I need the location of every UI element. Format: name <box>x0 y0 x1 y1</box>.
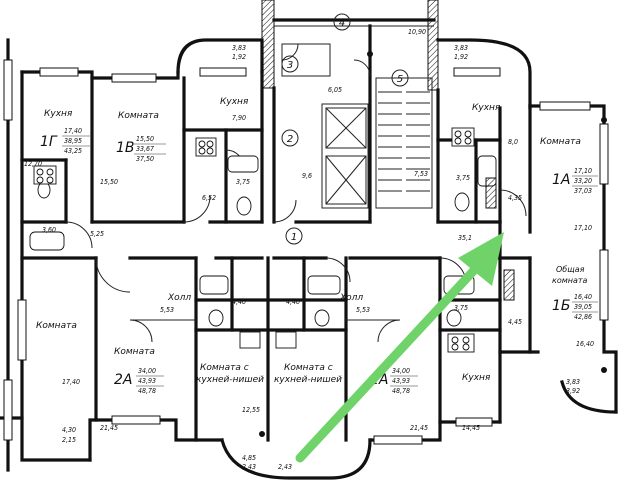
dim-7-90: 7,90 <box>232 114 246 122</box>
dim-2-43-a: 2,43 <box>242 463 256 471</box>
dim-6-52: 6,52 <box>202 194 216 202</box>
dim-balc-tr-1: 3,83 <box>454 44 468 52</box>
dim-12-55: 12,55 <box>242 406 260 414</box>
apt-2a-right-area-2: 43,93 <box>392 377 410 385</box>
dim-7-53: 7,53 <box>414 170 428 178</box>
room-label-kuhnya-bottom: Кухня <box>462 373 491 383</box>
apt-2a-left-area-3: 48,78 <box>138 387 156 395</box>
room-label-studio-left-1: Комната с <box>200 363 249 373</box>
room-label-studio-right-2: кухней-нишей <box>274 375 342 385</box>
dim-16-40: 16,40 <box>576 340 594 348</box>
dim-4-40-a: 4,40 <box>232 298 246 306</box>
dim-4-45: 4,45 <box>508 318 522 326</box>
apt-2a-right-area-3: 48,78 <box>392 387 410 395</box>
column-markers <box>259 51 607 437</box>
apt-1a-area-3: 37,03 <box>574 187 592 195</box>
apt-1v-area-3: 37,50 <box>136 155 154 163</box>
dim-12-70: 12,70 <box>24 160 42 168</box>
dim-35-1: 35,1 <box>458 234 472 242</box>
room-label-komnata-1a: Комната <box>540 137 581 147</box>
dim-top-mid: 10,90 <box>408 28 426 36</box>
apt-2a-left-area-1: 34,00 <box>138 367 156 375</box>
apt-1g-area-2: 38,95 <box>64 137 82 145</box>
dim-14-45: 14,45 <box>462 424 480 432</box>
dim-balc-tr-2: 1,92 <box>454 53 468 61</box>
windows <box>3 59 609 445</box>
dim-6-05: 6,05 <box>328 86 342 94</box>
apt-code-1g: 1Г <box>40 134 58 150</box>
room-label-kuhnya-1v: Кухня <box>220 97 249 107</box>
dim-4-30: 4,30 <box>62 426 76 434</box>
dim-15-50: 15,50 <box>100 178 118 186</box>
fixtures <box>29 127 515 353</box>
dim-8-0: 8,0 <box>508 138 518 146</box>
apt-1b-area-3: 42,86 <box>574 313 592 321</box>
apt-2a-right-area-1: 34,00 <box>392 367 410 375</box>
dim-5-53-b: 5,53 <box>356 306 370 314</box>
dim-4-35: 4,35 <box>508 194 522 202</box>
dim-2-43-b: 2,43 <box>278 463 292 471</box>
room-label-studio-left-2: кухней-нишей <box>196 375 264 385</box>
room-label-hall-left: Холл <box>167 293 191 303</box>
apt-code-2a-left: 2А <box>114 372 132 388</box>
area-boxes <box>62 135 598 387</box>
apt-1a-area-1: 17,10 <box>574 167 592 175</box>
highlight-arrow <box>295 232 504 463</box>
staircase <box>378 91 430 192</box>
apt-1b-area-2: 39,05 <box>574 303 592 311</box>
dim-2-15: 2,15 <box>62 436 76 444</box>
section-number-4: 4 <box>339 18 345 29</box>
section-number-5: 5 <box>397 74 403 85</box>
apt-1g-area-1: 17,40 <box>64 127 82 135</box>
apt-code-1b: 1Б <box>552 298 571 314</box>
section-number-3: 3 <box>287 60 293 71</box>
apt-1b-area-1: 16,40 <box>574 293 592 301</box>
lift-shafts <box>325 107 367 205</box>
apt-1g-area-3: 43,25 <box>64 147 82 155</box>
room-label-obshaya-2: комната <box>552 276 588 285</box>
dim-3-75-a: 3,75 <box>236 178 250 186</box>
dim-21-45-a: 21,45 <box>100 424 118 432</box>
apt-2a-left-area-2: 43,93 <box>138 377 156 385</box>
dim-3-75-b: 3,75 <box>456 174 470 182</box>
room-label-hall-right: Холл <box>339 293 363 303</box>
room-label-komnata-1v: Комната <box>118 111 159 121</box>
apt-code-1a: 1А <box>552 172 570 188</box>
room-labels: Кухня Комната Кухня Кухня Комната Комнат… <box>36 97 588 385</box>
apartment-labels: 1Г 17,40 38,95 43,25 1В 15,50 33,67 37,5… <box>40 127 592 395</box>
apt-1v-area-1: 15,50 <box>136 135 154 143</box>
apt-1a-area-2: 33,20 <box>574 177 592 185</box>
dim-3-83-br: 3,83 <box>566 378 580 386</box>
dim-balc-tl-2: 1,92 <box>232 53 246 61</box>
dim-4-40-b: 4,40 <box>286 298 300 306</box>
dim-3-75-c: 3,75 <box>454 304 468 312</box>
outer-walls <box>0 0 618 480</box>
section-markers: 4 3 5 2 1 <box>281 13 409 245</box>
dim-5-25: 5,25 <box>90 230 104 238</box>
dim-balc-tl-1: 3,83 <box>232 44 246 52</box>
room-label-studio-right-1: Комната с <box>284 363 333 373</box>
dim-9-6: 9,6 <box>302 172 312 180</box>
room-label-komnata-2a: Комната <box>114 347 155 357</box>
apt-code-1v: 1В <box>116 140 135 156</box>
room-label-kuhnya-right: Кухня <box>472 103 501 113</box>
dim-3-60: 3,60 <box>42 226 56 234</box>
section-number-1: 1 <box>291 232 297 243</box>
dim-5-53-a: 5,53 <box>160 306 174 314</box>
dim-4-85: 4,85 <box>242 454 256 462</box>
dim-21-45-b: 21,45 <box>410 424 428 432</box>
room-label-kuhnya-1g: Кухня <box>44 109 73 119</box>
section-number-2: 2 <box>287 134 293 145</box>
dim-17-10: 17,10 <box>574 224 592 232</box>
apt-1v-area-2: 33,67 <box>136 145 154 153</box>
dim-17-40: 17,40 <box>62 378 80 386</box>
dimension-numbers: 3,83 1,92 3,83 1,92 10,90 6,05 7,90 12,7… <box>24 28 594 471</box>
dim-3-92-br: 3,92 <box>566 387 580 395</box>
room-label-komnata-left: Комната <box>36 321 77 331</box>
room-label-obshaya-1: Общая <box>556 265 585 274</box>
